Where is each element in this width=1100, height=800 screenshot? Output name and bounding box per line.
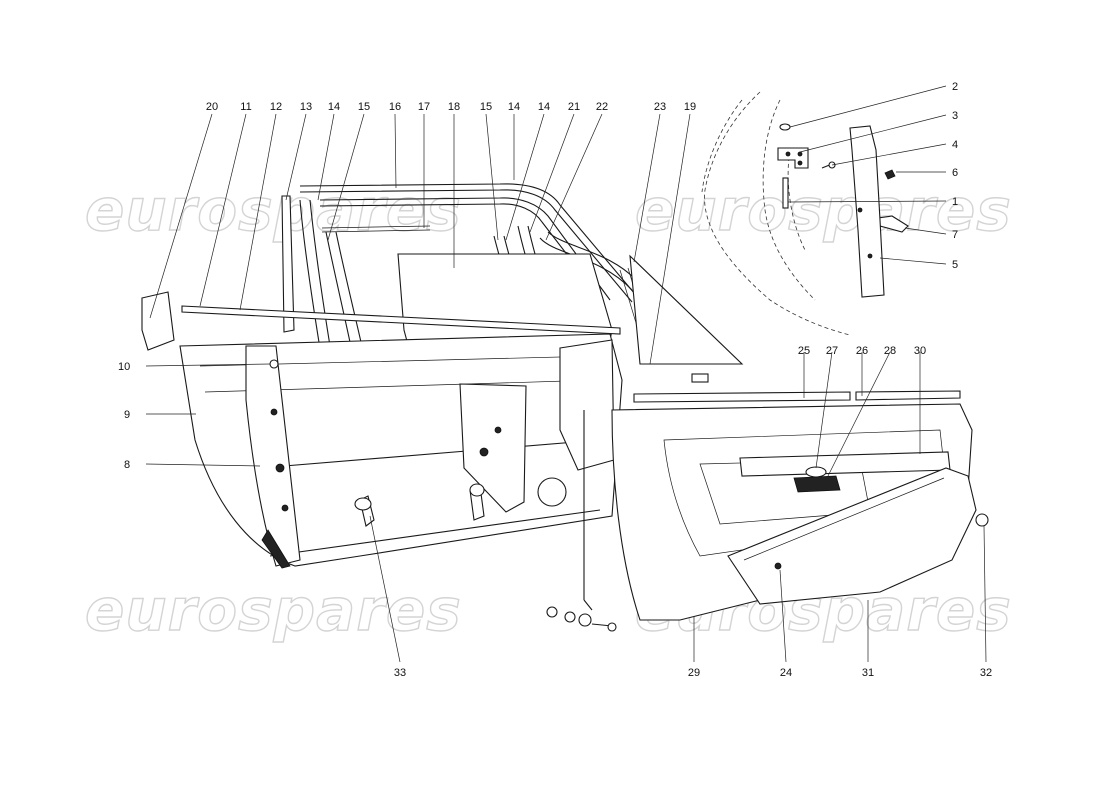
callout-31: 31 [862, 667, 874, 679]
callout-17: 17 [418, 101, 430, 113]
speaker-hole [537, 477, 567, 507]
callout-16: 16 [389, 101, 401, 113]
callout-11: 11 [240, 101, 251, 113]
rear-regulator-plate [559, 339, 615, 471]
callout-labels: 20 11 12 13 14 15 16 17 18 15 14 14 21 2… [118, 81, 992, 679]
door-trim-panel-group [611, 390, 989, 621]
front-trim-piece-shape [141, 291, 175, 351]
callout-27: 27 [826, 345, 838, 357]
callout-14c: 14 [538, 101, 550, 113]
watermark-text: eurospares [85, 576, 462, 644]
callout-8: 8 [124, 459, 130, 471]
vertical-seal-strip-shape [281, 195, 295, 333]
sill-seal-strip-shape [633, 391, 851, 403]
callout-6: 6 [952, 167, 958, 179]
callout-20: 20 [206, 101, 218, 113]
watermark-text: eurospares [85, 176, 462, 244]
door-pocket-shape [727, 467, 977, 605]
callout-3: 3 [952, 110, 958, 122]
callout-15: 15 [358, 101, 370, 113]
callout-14b: 14 [508, 101, 520, 113]
callout-22: 22 [596, 101, 608, 113]
callout-10: 10 [118, 361, 130, 373]
callout-32: 32 [980, 667, 992, 679]
callout-5: 5 [952, 259, 958, 271]
watermark-text: eurospares [635, 176, 1012, 244]
callout-13: 13 [300, 101, 312, 113]
callout-23: 23 [654, 101, 666, 113]
rear-sill-seal-strip-shape [855, 390, 961, 401]
bottom-seal [261, 529, 291, 569]
callout-24: 24 [780, 667, 792, 679]
callout-30: 30 [914, 345, 926, 357]
callout-19: 19 [684, 101, 696, 113]
hinge-nut-shape [884, 169, 896, 180]
door-shell-group [179, 333, 623, 569]
callout-28: 28 [884, 345, 896, 357]
upper-sill-strip-shape [181, 305, 621, 335]
callout-14: 14 [328, 101, 340, 113]
trim-clip-shape [975, 513, 989, 527]
fastener-set [546, 606, 617, 632]
callout-29: 29 [688, 667, 700, 679]
callout-15b: 15 [480, 101, 492, 113]
callout-2: 2 [952, 81, 958, 93]
callout-33: 33 [394, 667, 406, 679]
hinge-pin-shape [782, 177, 789, 209]
callout-26: 26 [856, 345, 868, 357]
callout-1: 1 [952, 196, 958, 208]
callout-9: 9 [124, 409, 130, 421]
callout-7: 7 [952, 229, 958, 241]
callout-21: 21 [568, 101, 580, 113]
quarter-glass-clip [691, 373, 709, 383]
interior-handle-shape [793, 475, 841, 493]
callout-18: 18 [448, 101, 460, 113]
quarter-window-glass-shape [629, 254, 744, 365]
door-bolt-shape [269, 359, 279, 369]
callout-12: 12 [270, 101, 282, 113]
window-regulator-plate [459, 383, 527, 513]
hinge-assembly [777, 123, 909, 298]
hinge-washer-shape [779, 123, 791, 131]
leader-lines [145, 85, 987, 663]
handle-bezel-shape [805, 466, 827, 478]
callout-4: 4 [952, 139, 958, 151]
callout-25: 25 [798, 345, 810, 357]
